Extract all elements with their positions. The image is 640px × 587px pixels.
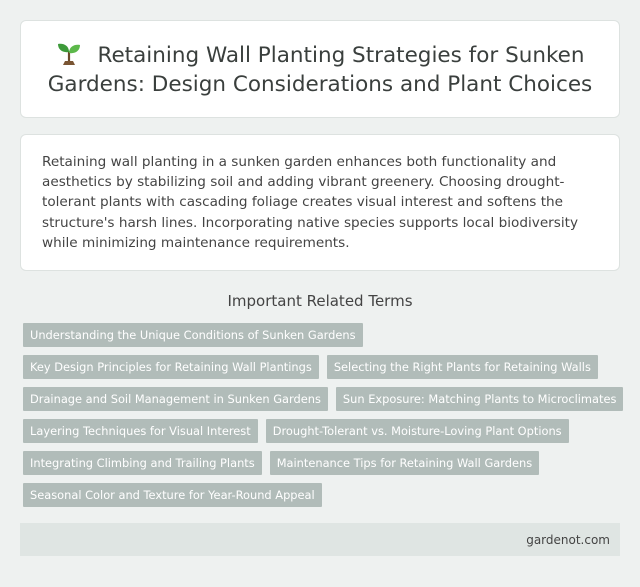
related-term-tag[interactable]: Layering Techniques for Visual Interest: [23, 419, 258, 443]
tag-row: Layering Techniques for Visual Interest D…: [23, 419, 623, 443]
footer-site[interactable]: gardenot.com: [526, 532, 610, 547]
summary-text: Retaining wall planting in a sunken gard…: [42, 154, 579, 251]
related-term-tag[interactable]: Maintenance Tips for Retaining Wall Gard…: [269, 451, 540, 475]
tag-row: Integrating Climbing and Trailing Plants…: [23, 451, 623, 475]
related-terms-list: Understanding the Unique Conditions of S…: [23, 323, 624, 515]
summary-card: Retaining wall planting in a sunken gard…: [20, 134, 620, 271]
related-term-tag[interactable]: Integrating Climbing and Trailing Plants: [23, 451, 262, 475]
related-terms-heading: Important Related Terms: [227, 292, 413, 310]
page-title-text: Retaining Wall Planting Strategies for S…: [47, 42, 593, 97]
tag-row: Seasonal Color and Texture for Year-Roun…: [23, 483, 623, 507]
tag-row: Understanding the Unique Conditions of S…: [23, 323, 623, 347]
tag-row: Key Design Principles for Retaining Wall…: [23, 355, 623, 379]
title-card: Retaining Wall Planting Strategies for S…: [20, 20, 620, 118]
related-term-tag[interactable]: Selecting the Right Plants for Retaining…: [326, 355, 598, 379]
related-term-tag[interactable]: Sun Exposure: Matching Plants to Microcl…: [335, 387, 624, 411]
sprout-icon: [58, 43, 81, 65]
related-term-tag[interactable]: Understanding the Unique Conditions of S…: [23, 323, 363, 347]
related-term-tag[interactable]: Drainage and Soil Management in Sunken G…: [23, 387, 328, 411]
page-title: Retaining Wall Planting Strategies for S…: [39, 40, 601, 99]
related-term-tag[interactable]: Key Design Principles for Retaining Wall…: [23, 355, 319, 379]
related-term-tag[interactable]: Drought-Tolerant vs. Moisture-Loving Pla…: [265, 419, 569, 443]
footer: gardenot.com: [20, 523, 620, 556]
related-term-tag[interactable]: Seasonal Color and Texture for Year-Roun…: [23, 483, 322, 507]
tag-row: Drainage and Soil Management in Sunken G…: [23, 387, 624, 411]
